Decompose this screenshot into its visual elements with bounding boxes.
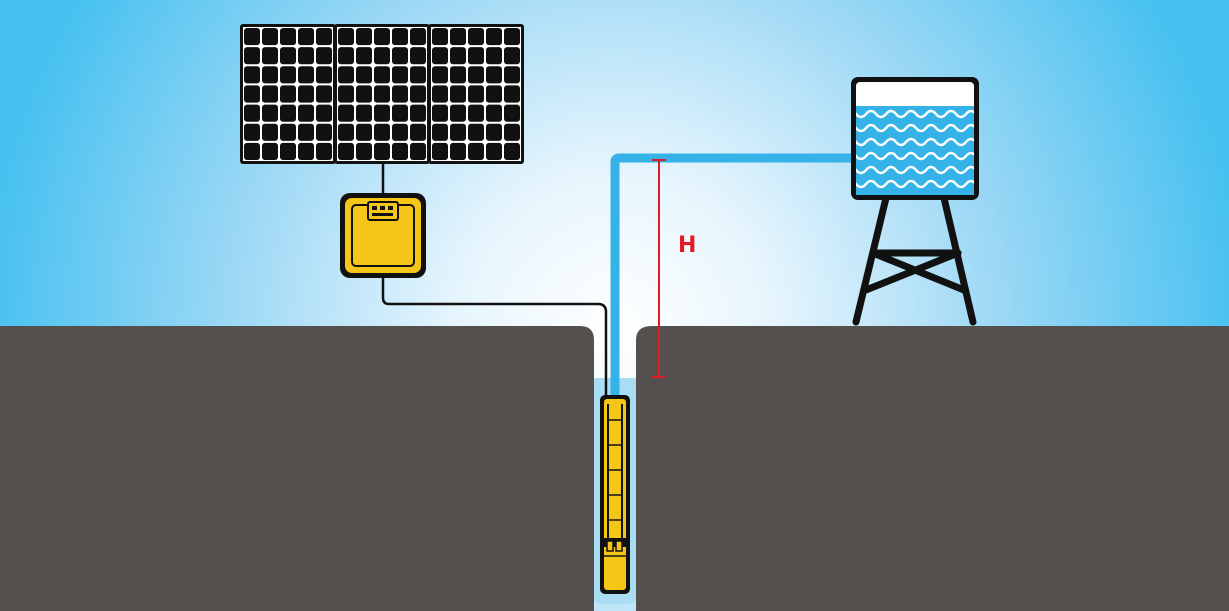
water-wave <box>856 179 974 189</box>
water-wave <box>856 137 974 147</box>
pump-icon <box>600 395 630 594</box>
ground <box>0 326 1229 611</box>
pump-cable <box>381 278 608 398</box>
water-wave <box>856 123 974 133</box>
water-wave <box>856 109 974 119</box>
water-pipe <box>610 153 858 400</box>
water-wave <box>856 151 974 161</box>
water-wave <box>856 165 974 175</box>
water-tank-icon <box>851 77 979 326</box>
solar-panel-array <box>240 24 524 164</box>
controller-icon <box>340 193 426 278</box>
head-label: H <box>678 233 696 258</box>
head-marker <box>652 159 666 378</box>
